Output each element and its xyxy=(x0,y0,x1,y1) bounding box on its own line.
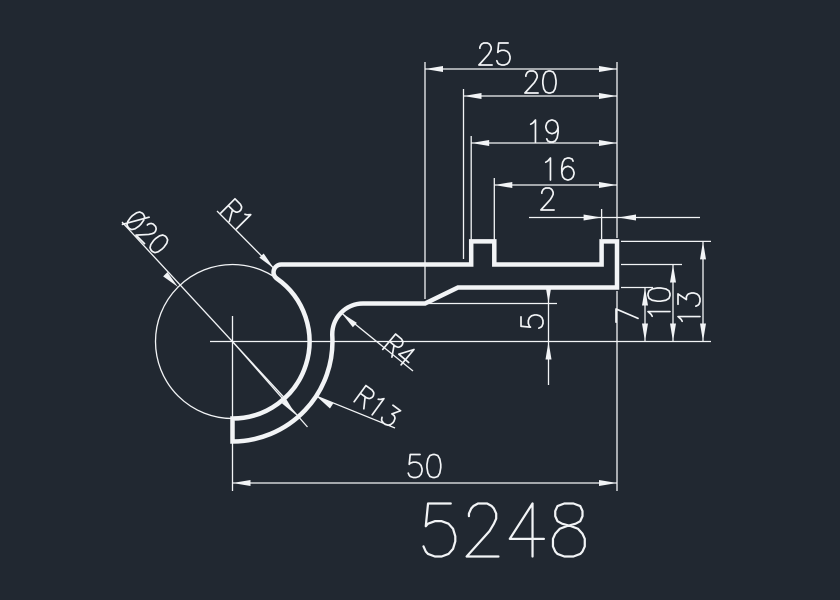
label-r4 xyxy=(381,333,415,366)
dimension-labels xyxy=(121,42,701,558)
label-dim-5 xyxy=(520,314,544,329)
label-dim-2 xyxy=(540,187,555,211)
label-r1 xyxy=(219,197,252,230)
label-part-number xyxy=(422,502,586,558)
label-dim-50 xyxy=(407,453,442,479)
label-dim-20 xyxy=(524,70,557,94)
label-dim-10 xyxy=(647,287,671,318)
label-dia xyxy=(121,211,169,254)
label-dim-16 xyxy=(544,157,575,181)
label-dim-19 xyxy=(529,119,559,143)
dimension-arrowheads xyxy=(163,66,706,486)
label-dim-7 xyxy=(615,308,639,323)
label-dim-13 xyxy=(677,292,701,323)
profile-outline xyxy=(230,239,620,444)
label-r13 xyxy=(353,384,402,427)
label-dim-25 xyxy=(478,42,511,66)
dimension-and-center-lines xyxy=(121,62,711,491)
